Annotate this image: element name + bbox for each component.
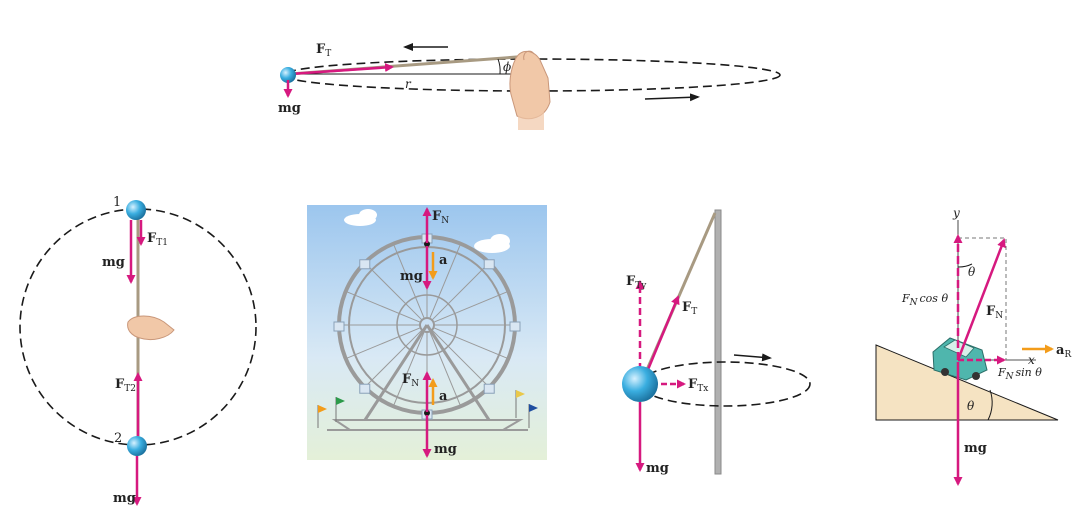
hand-icon	[509, 50, 551, 130]
gondola	[333, 321, 345, 332]
normal-top-label: FN	[432, 209, 449, 226]
accel-label: aR	[1056, 343, 1071, 360]
normal-label: FN	[986, 304, 1003, 321]
rider-bottom	[424, 410, 430, 416]
tension-1-label: FT1	[147, 231, 168, 248]
pole	[714, 209, 722, 475]
tension-x-label: FTx	[688, 377, 708, 394]
x-axis-label: x	[1028, 353, 1035, 367]
gondola	[483, 259, 495, 270]
component-guides	[958, 237, 1007, 360]
tension-vector	[289, 62, 394, 76]
theta-arc-bottom	[987, 389, 993, 421]
ball-icon-top	[126, 200, 146, 220]
flag-icon	[317, 390, 538, 428]
weight-top-label: mg	[102, 255, 125, 270]
ferris-wheel-panel: FN a mg FN a mg	[307, 205, 547, 460]
theta-top-label: θ	[968, 265, 976, 279]
horizontal-circle-panel: FT r ϕ mg	[278, 42, 781, 130]
vertical-circle-panel: 1 2 FT1 mg FT2 mg	[19, 195, 257, 506]
gondola	[483, 383, 495, 394]
normal-bottom-label: FN	[402, 372, 419, 389]
weight-label: mg	[646, 461, 669, 476]
weight-label: mg	[278, 101, 301, 116]
gondola	[509, 321, 521, 332]
normal-vector	[956, 238, 1006, 361]
theta-arc-top	[957, 263, 973, 268]
tension-label: FT	[316, 42, 331, 59]
gondola	[359, 383, 371, 394]
theta-bottom-label: θ	[967, 399, 975, 413]
gondola	[359, 259, 371, 270]
ball-icon	[622, 366, 658, 402]
weight-label: mg	[964, 441, 987, 456]
tension-label: FT	[682, 300, 697, 317]
rider-top	[424, 241, 430, 247]
position-2-label: 2	[114, 431, 122, 446]
y-axis-label: y	[952, 206, 960, 220]
weight-top-label: mg	[400, 269, 423, 284]
accel-top-label: a	[439, 253, 448, 268]
weight-bottom-label: mg	[434, 442, 457, 457]
pole-panel: FTy FT FTx mg	[622, 209, 811, 476]
tension-2-label: FT2	[115, 377, 136, 394]
angle-label: ϕ	[503, 60, 511, 74]
weight-bottom-label: mg	[113, 491, 136, 506]
ball-icon-bottom	[127, 436, 147, 456]
angle-arc	[497, 58, 501, 75]
motion-arrow-bottom	[644, 93, 700, 102]
position-1-label: 1	[113, 195, 121, 210]
hand-icon	[127, 315, 175, 341]
tension-vector	[645, 295, 680, 373]
incline	[875, 344, 1059, 421]
radius-label: r	[405, 77, 412, 91]
accel-bottom-label: a	[439, 389, 448, 404]
tension-y-label: FTy	[626, 274, 647, 291]
ball-icon	[280, 67, 296, 83]
cloud-icon	[344, 209, 510, 253]
motion-arrow	[733, 353, 772, 362]
